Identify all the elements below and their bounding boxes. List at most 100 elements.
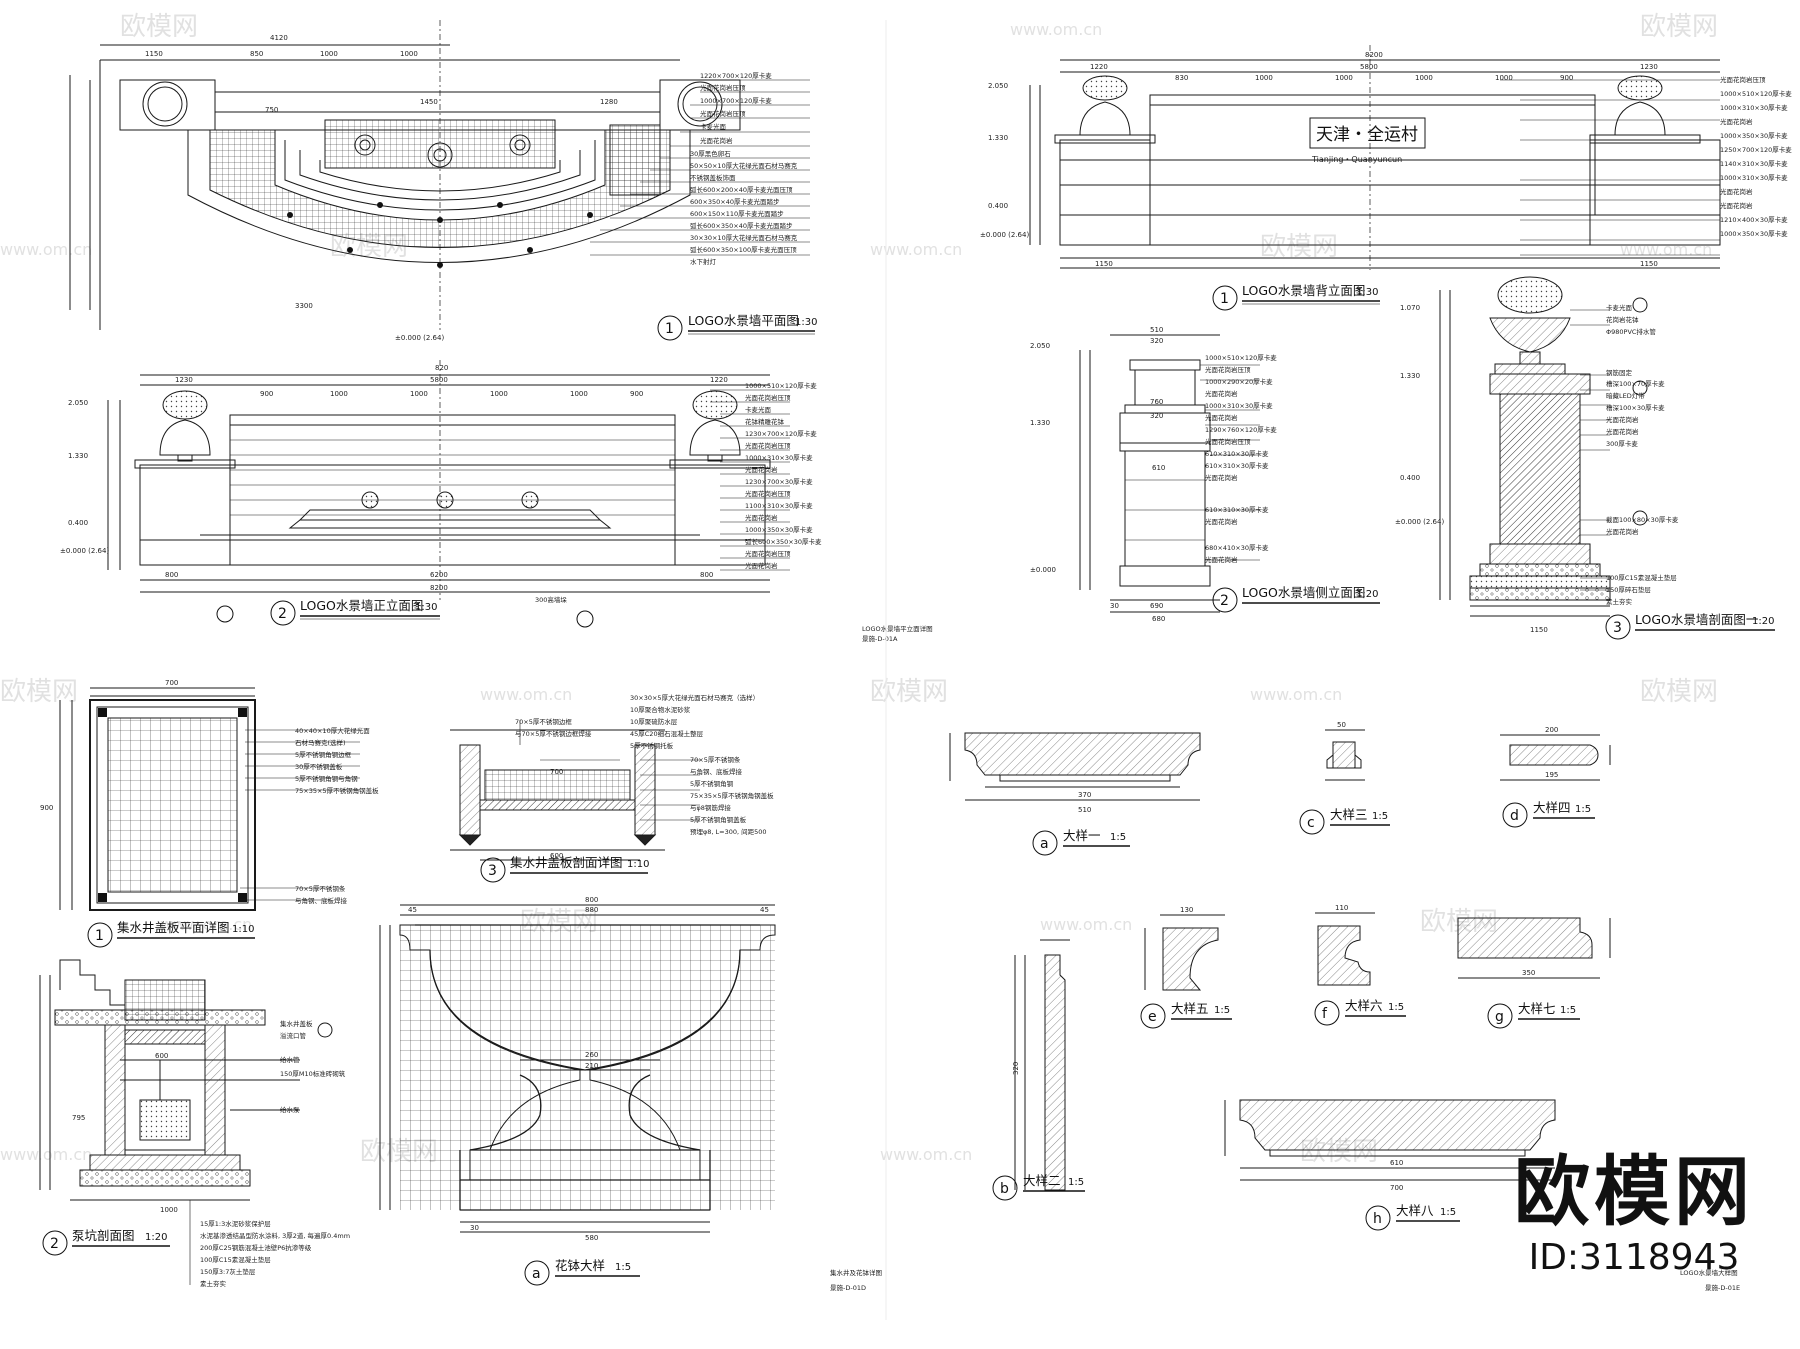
svg-text:110: 110	[1335, 904, 1348, 912]
svg-text:6200: 6200	[430, 571, 448, 579]
watermark-text: www.om.cn	[870, 240, 962, 259]
svg-text:150厚3:7灰土垫层: 150厚3:7灰土垫层	[200, 1267, 256, 1276]
svg-text:1230×700×30厚卡麦: 1230×700×30厚卡麦	[745, 477, 813, 486]
svg-text:光面花岗岩: 光面花岗岩	[1720, 117, 1753, 126]
svg-text:±0.000 (2.64): ±0.000 (2.64)	[980, 231, 1029, 239]
svg-text:600×350×40厚卡麦光面踏步: 600×350×40厚卡麦光面踏步	[690, 197, 780, 206]
svg-text:1000: 1000	[160, 1206, 178, 1214]
svg-text:1000: 1000	[570, 390, 588, 398]
svg-text:素土夯实: 素土夯实	[200, 1279, 227, 1288]
svg-text:30厚黑色卵石: 30厚黑色卵石	[690, 149, 731, 158]
svg-text:1150: 1150	[1530, 626, 1548, 634]
svg-text:800: 800	[585, 896, 598, 904]
svg-text:700: 700	[165, 679, 178, 687]
svg-text:弧长600×350×100厚卡麦光面压顶: 弧长600×350×100厚卡麦光面压顶	[690, 245, 797, 254]
svg-text:1000×510×120厚卡麦: 1000×510×120厚卡麦	[745, 381, 817, 390]
svg-text:1150: 1150	[1095, 260, 1113, 268]
svg-text:1000×310×30厚卡麦: 1000×310×30厚卡麦	[1720, 103, 1788, 112]
svg-text:5800: 5800	[1360, 63, 1378, 71]
planter-detail	[379, 904, 776, 1233]
detail-a	[949, 732, 1201, 801]
svg-text:10厚聚合物水泥砂浆: 10厚聚合物水泥砂浆	[630, 705, 691, 714]
svg-text:景施-D-01E: 景施-D-01E	[1705, 1283, 1740, 1292]
svg-text:1: 1	[1220, 291, 1229, 307]
detail-e-labels: 130 e 大样五 1:5	[1140, 906, 1232, 1029]
svg-text:5厚不锈钢角钢盖板: 5厚不锈钢角钢盖板	[690, 815, 747, 824]
svg-text:900: 900	[1560, 74, 1573, 82]
svg-text:光面花岗岩: 光面花岗岩	[745, 561, 778, 570]
svg-text:光面花岗岩: 光面花岗岩	[1720, 187, 1753, 196]
svg-text:光面花岗岩压顶: 光面花岗岩压顶	[700, 83, 746, 92]
svg-text:c: c	[1307, 815, 1315, 831]
cover-section	[450, 720, 700, 861]
svg-text:150厚M10标准砖砌筑: 150厚M10标准砖砌筑	[280, 1069, 346, 1078]
back-labels: 天津・全运村 Tianjing・Quanyuncun 8200 1220 580…	[980, 51, 1792, 268]
watermark-text: 欧模网	[1640, 12, 1718, 42]
svg-text:195: 195	[1545, 771, 1558, 779]
detail-b-labels: 320 b 大样二 1:5	[992, 1062, 1085, 1201]
svg-text:1220: 1220	[1090, 63, 1108, 71]
svg-text:70×5厚不锈钢条: 70×5厚不锈钢条	[690, 755, 741, 764]
svg-text:300厚卡麦: 300厚卡麦	[1606, 439, 1638, 448]
svg-text:200厚C25钢筋混凝土池壁P6抗渗等级: 200厚C25钢筋混凝土池壁P6抗渗等级	[200, 1243, 312, 1252]
svg-text:1000: 1000	[1255, 74, 1273, 82]
svg-text:1.070: 1.070	[1400, 304, 1420, 312]
svg-text:1:5: 1:5	[1110, 832, 1126, 843]
svg-text:d: d	[1510, 808, 1519, 824]
watermark-text: 欧模网	[1640, 677, 1718, 707]
svg-text:610×310×30厚卡麦: 610×310×30厚卡麦	[1205, 461, 1269, 470]
svg-text:8200: 8200	[1365, 51, 1383, 59]
svg-text:1:30: 1:30	[1356, 287, 1378, 298]
svg-text:150厚碎石垫层: 150厚碎石垫层	[1606, 585, 1651, 594]
watermark-text: 欧模网	[870, 677, 948, 707]
svg-text:花钵大样: 花钵大样	[555, 1258, 605, 1273]
svg-text:LOGO水景墙背立面图: LOGO水景墙背立面图	[1242, 283, 1365, 298]
svg-text:大样二: 大样二	[1023, 1173, 1061, 1188]
svg-text:1140×310×30厚卡麦: 1140×310×30厚卡麦	[1720, 159, 1788, 168]
watermark-text: www.om.cn	[0, 1145, 92, 1164]
svg-text:槽深100×30厚卡麦: 槽深100×30厚卡麦	[1606, 403, 1665, 412]
pump-pit	[39, 959, 333, 1285]
svg-text:石材马赛克(选样): 石材马赛克(选样)	[295, 738, 346, 747]
svg-text:3300: 3300	[295, 302, 313, 310]
svg-text:680×410×30厚卡麦: 680×410×30厚卡麦	[1205, 543, 1269, 552]
detail-e	[1144, 914, 1225, 991]
svg-text:1000×310×30厚卡麦: 1000×310×30厚卡麦	[1720, 173, 1788, 182]
detail-d	[1500, 734, 1611, 781]
svg-text:弧长600×200×40厚卡麦光面压顶: 弧长600×200×40厚卡麦光面压顶	[690, 185, 793, 194]
svg-text:1000×310×30厚卡麦: 1000×310×30厚卡麦	[745, 453, 813, 462]
svg-text:750: 750	[265, 106, 278, 114]
sign-text-cn: 天津・全运村	[1316, 125, 1418, 145]
svg-text:1230: 1230	[175, 376, 193, 384]
svg-text:槽深100×70厚卡麦: 槽深100×70厚卡麦	[1606, 379, 1665, 388]
svg-text:光面花岗岩压顶: 光面花岗岩压顶	[1205, 365, 1251, 374]
svg-text:给水泵: 给水泵	[280, 1105, 300, 1114]
svg-text:光面花岗岩: 光面花岗岩	[1205, 555, 1238, 564]
side-title: 2 LOGO水景墙侧立面图 1:20	[1212, 585, 1380, 613]
detail-b	[1014, 939, 1070, 1191]
svg-text:600×150×110厚卡麦光面踏步: 600×150×110厚卡麦光面踏步	[690, 209, 784, 218]
svg-text:1:10: 1:10	[627, 859, 649, 870]
detail-g-labels: 350 g 大样七 1:5	[1487, 969, 1580, 1029]
svg-text:15厚1:3水泥砂浆保护层: 15厚1:3水泥砂浆保护层	[200, 1219, 271, 1228]
svg-text:1450: 1450	[420, 98, 438, 106]
back-title: 1 LOGO水景墙背立面图 1:30	[1212, 283, 1380, 311]
svg-text:1230: 1230	[1640, 63, 1658, 71]
section-title: 3 LOGO水景墙剖面图一 1:20	[1605, 612, 1775, 640]
svg-text:钢筋固定: 钢筋固定	[1606, 368, 1633, 377]
svg-text:大样六: 大样六	[1345, 998, 1383, 1013]
svg-text:1:5: 1:5	[1575, 804, 1591, 815]
svg-text:30×30×10厚大花绿光面石材马赛克: 30×30×10厚大花绿光面石材马赛克	[690, 233, 798, 242]
svg-text:2.050: 2.050	[988, 82, 1008, 90]
svg-text:1:5: 1:5	[1214, 1005, 1230, 1016]
watermark-text: www.om.cn	[480, 685, 572, 704]
svg-text:50: 50	[1337, 721, 1346, 729]
svg-text:50×50×10厚大花绿光面石材马赛克: 50×50×10厚大花绿光面石材马赛克	[690, 161, 798, 170]
plan-title-num: 1	[665, 321, 674, 337]
plan-notes: 1150 850 1000 1000 4120 750 1450 1280 33…	[145, 34, 798, 342]
svg-text:5厚不锈钢角钢: 5厚不锈钢角钢	[690, 779, 734, 788]
svg-text:1.330: 1.330	[68, 452, 88, 460]
svg-text:30×30×5厚大花绿光面石材马赛克（选样）: 30×30×5厚大花绿光面石材马赛克（选样）	[630, 693, 759, 702]
svg-text:Φ980PVC排水管: Φ980PVC排水管	[1606, 327, 1656, 336]
